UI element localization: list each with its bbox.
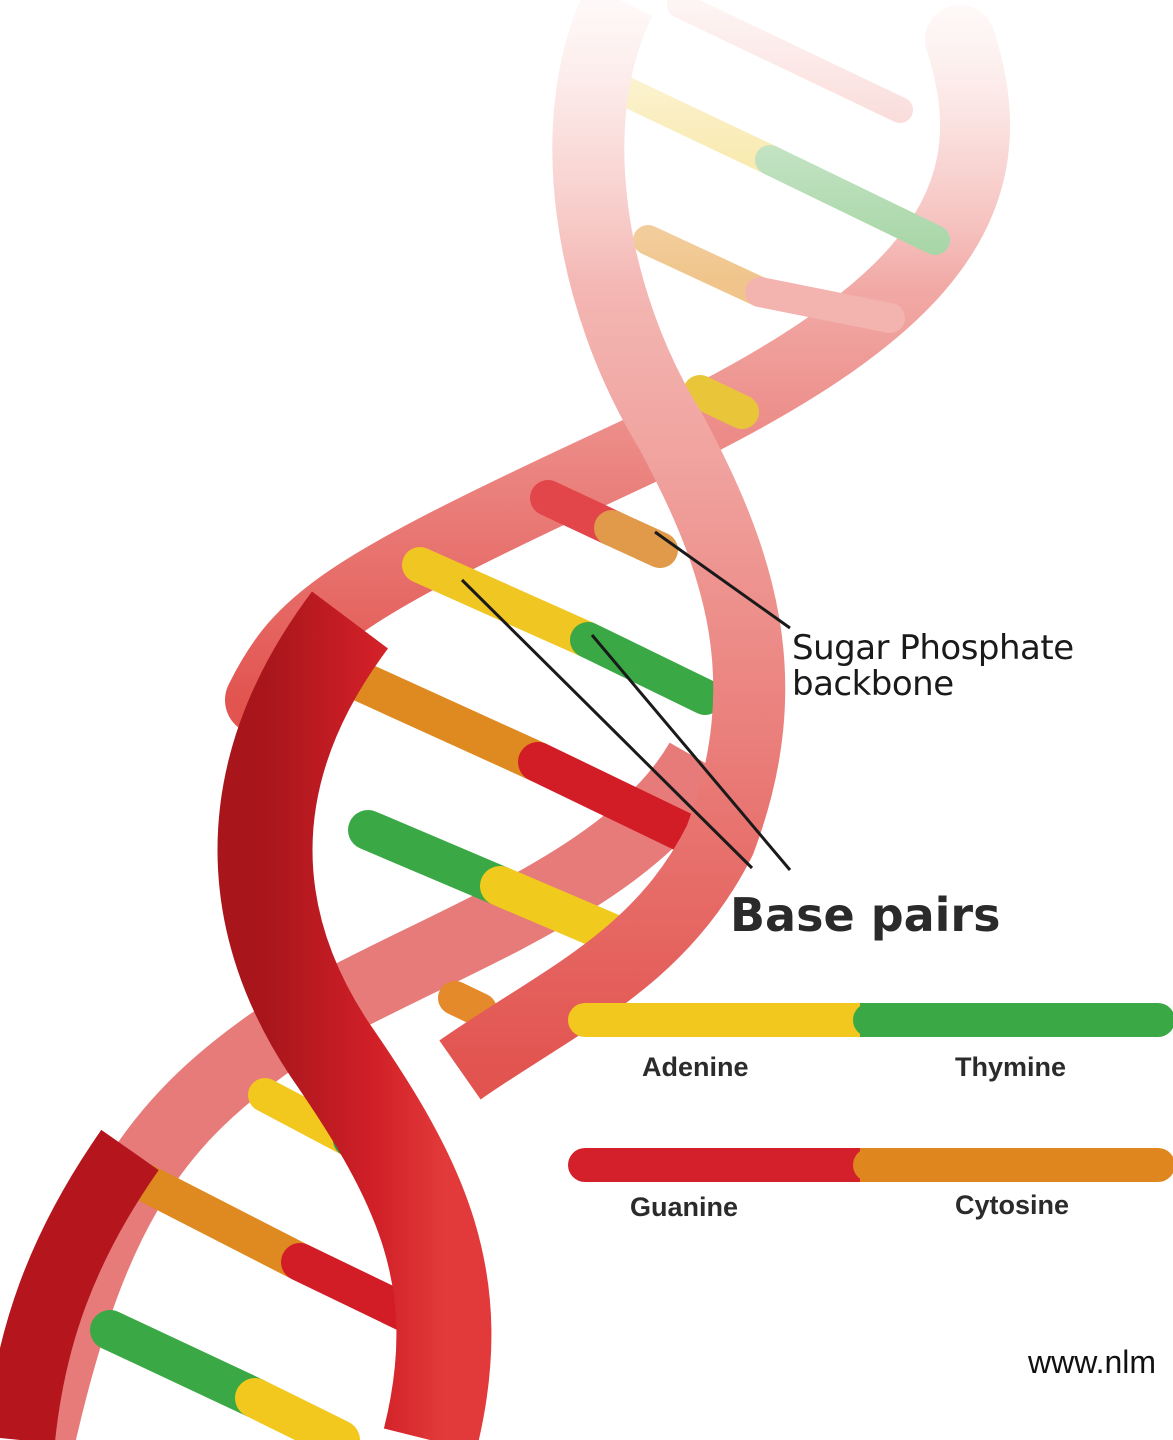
cytosine-label: Cytosine	[955, 1190, 1069, 1221]
front-strand-lower	[265, 620, 444, 1440]
thymine-label: Thymine	[955, 1052, 1066, 1083]
guanine-label: Guanine	[630, 1192, 738, 1223]
adenine-label: Adenine	[642, 1052, 749, 1083]
backbone-label: Sugar Phosphate backbone	[792, 630, 1074, 702]
backbone-label-line2: backbone	[792, 666, 1074, 702]
base-pairs-label: Base pairs	[730, 888, 1001, 942]
source-url: www.nlm	[1028, 1344, 1156, 1381]
base-pair-key	[585, 1003, 1158, 1182]
backbone-label-line1: Sugar Phosphate	[792, 630, 1074, 666]
